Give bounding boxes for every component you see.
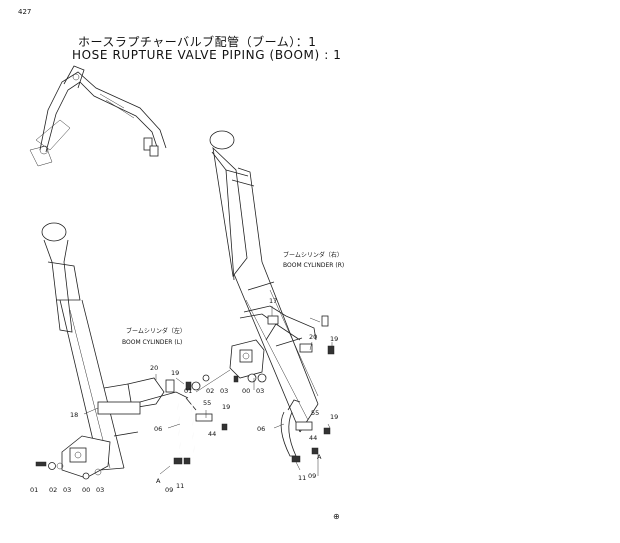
part-label-18: 18 [70, 411, 78, 419]
leader-lines [83, 306, 333, 476]
part-label-03-left: 03 [63, 486, 71, 494]
note-boom-cylinder-right-en: BOOM CYLINDER (R) [283, 262, 344, 269]
part-label-55-right: 55 [311, 409, 319, 417]
part-label-00-left: 00 [82, 486, 90, 494]
part-label-44-mid: 44 [208, 430, 216, 438]
corner-mark: ⊕ [333, 512, 340, 521]
part-label-01-mid: 01 [184, 387, 192, 395]
part-label-A-mid: A [156, 477, 161, 485]
boom-overview-sketch [29, 65, 167, 167]
part-label-19-mid-2: 19 [222, 403, 230, 411]
hose-middle [173, 399, 213, 465]
note-boom-cylinder-right-jp: ブームシリンダ（右） [283, 251, 343, 259]
valve-assembly-right [195, 305, 329, 393]
part-label-19-mid: 19 [171, 369, 179, 377]
part-label-17: 17 [269, 297, 277, 305]
title-japanese: ホースラプチャーバルブ配管（ブーム）：1 [78, 35, 317, 49]
note-boom-cylinder-left-en: BOOM CYLINDER (L) [122, 339, 182, 346]
part-label-11-mid: 11 [176, 482, 184, 490]
part-label-20-right: 20 [309, 333, 317, 341]
part-label-09-right: 09 [308, 472, 316, 480]
page-number: 427 [18, 8, 32, 16]
part-label-06-right: 06 [257, 425, 265, 433]
part-label-19-right-2: 19 [330, 413, 338, 421]
part-label-44-right: 44 [309, 434, 317, 442]
part-label-03-right: 03 [256, 387, 264, 395]
boom-cylinder-left [41, 222, 139, 471]
part-label-01-left: 01 [30, 486, 38, 494]
part-label-06-mid: 06 [154, 425, 162, 433]
part-label-02-mid: 02 [206, 387, 214, 395]
part-label-09-mid: 09 [165, 486, 173, 494]
valve-assembly-middle [97, 374, 210, 415]
part-label-02-left: 02 [49, 486, 57, 494]
bolts [185, 345, 335, 435]
part-label-00-right: 00 [242, 387, 250, 395]
part-label-20-mid: 20 [150, 364, 158, 372]
part-label-11-right: 11 [298, 474, 306, 482]
note-boom-cylinder-left-jp: ブームシリンダ（左） [126, 327, 186, 335]
boom-cylinder-right [209, 130, 319, 433]
part-label-03-left-2: 03 [96, 486, 104, 494]
part-label-55-mid: 55 [203, 399, 211, 407]
valve-block-left [35, 435, 111, 480]
title-english: HOSE RUPTURE VALVE PIPING (BOOM) : 1 [72, 48, 342, 62]
part-label-03-mid: 03 [220, 387, 228, 395]
part-label-A-right: A [317, 453, 322, 461]
part-label-19-right: 19 [330, 335, 338, 343]
